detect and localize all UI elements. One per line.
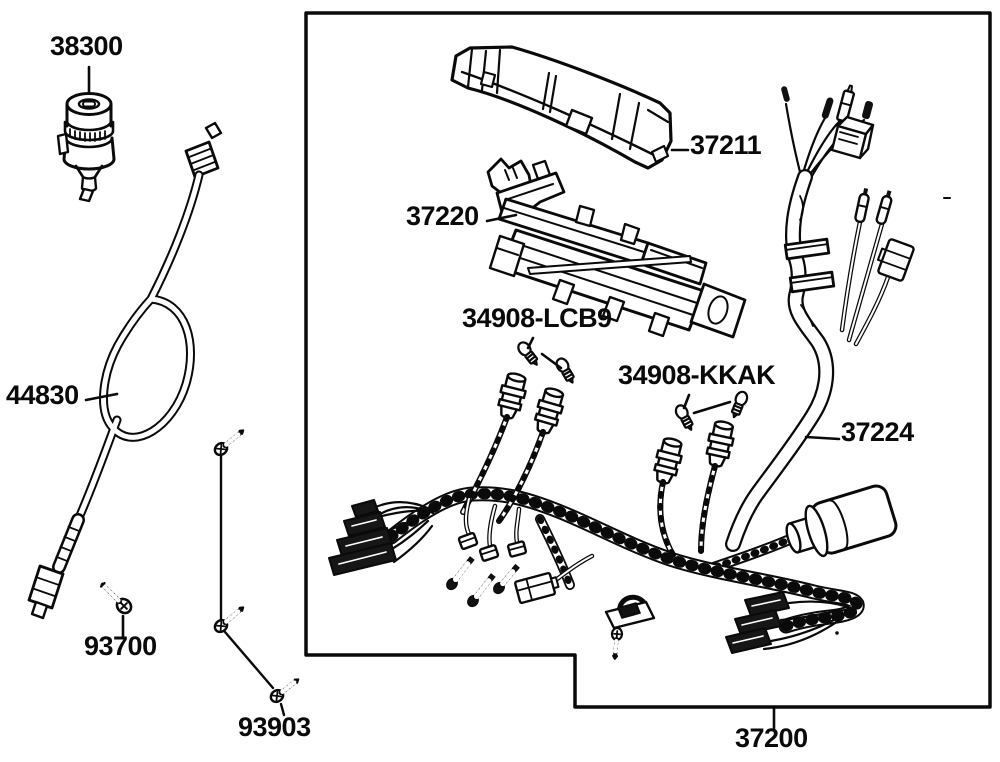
left-connector-cluster [328,499,435,576]
part-label-93903: 93903 [238,712,311,742]
part-label-34908-lcb9: 34908-LCB9 [462,303,612,333]
part-label-37224: 37224 [841,417,914,447]
bottom-connector-cluster [725,591,850,654]
main-harness-drawing [383,486,865,634]
harness-trunk-drawing [725,84,951,552]
leader-lines [84,65,841,730]
speedometer-cable-drawing [27,121,223,620]
harness-cylinder-drawing [700,484,898,576]
ignition-switch-drawing [56,92,116,203]
screws-93903-drawing [213,429,300,717]
bulb-socket-wires [460,414,718,558]
meter-assembly-drawing [486,157,747,339]
diagram-frame-box [304,11,992,709]
meter-cover-drawing [450,45,673,170]
part-label-93700: 93700 [84,631,157,661]
part-label-37211: 37211 [690,130,762,160]
part-label-44830: 44830 [6,380,79,410]
harness-middle-details [446,496,839,660]
part-label-37200: 37200 [735,723,808,753]
screw-93700-drawing [99,581,133,615]
part-label-34908-kkak: 34908-KKAK [618,360,776,390]
bulb-sockets-drawing [497,372,735,485]
part-label-37220: 37220 [406,201,479,231]
part-label-38300: 38300 [50,31,123,61]
